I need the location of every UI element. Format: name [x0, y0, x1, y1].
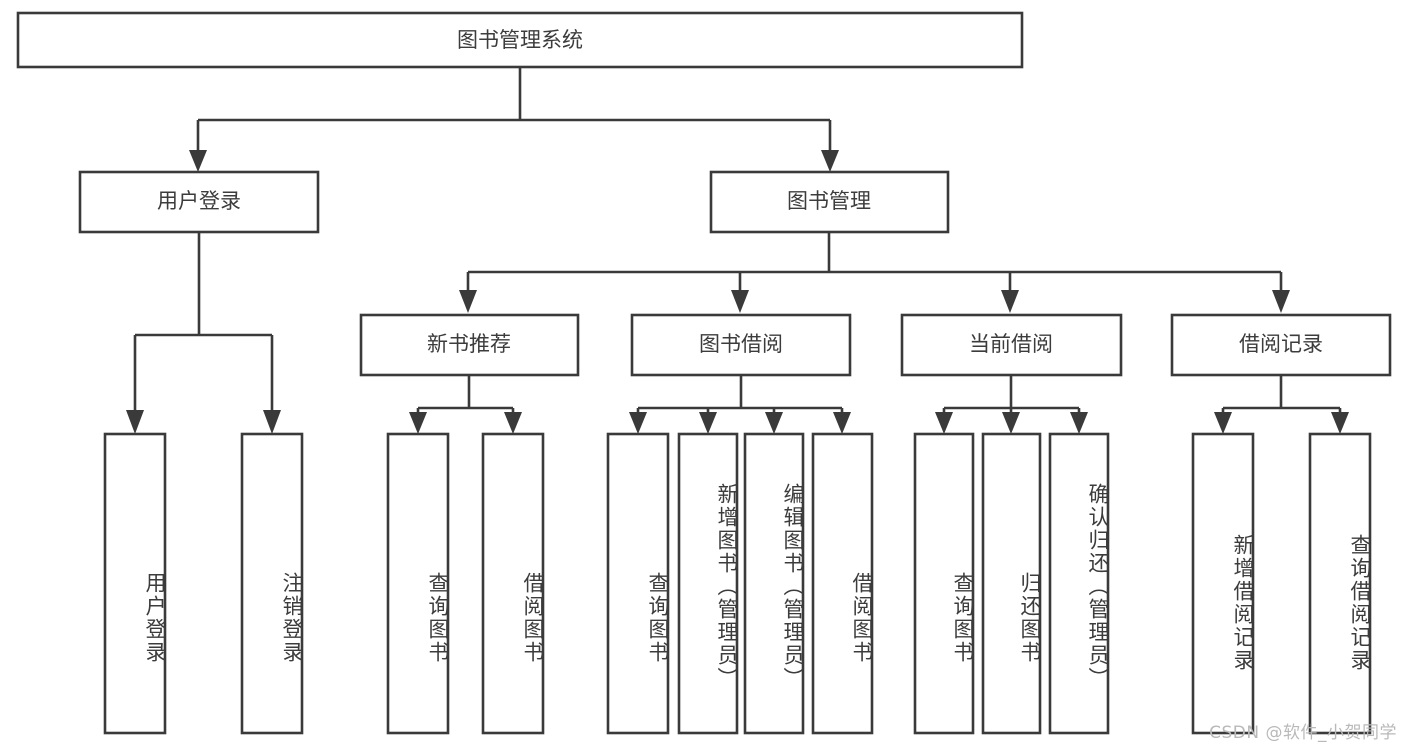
watermark-text: CSDN @软件_小贺同学 — [1209, 723, 1397, 743]
node-new-book-recommend[interactable]: 新书推荐 — [359, 313, 580, 377]
connector-bookmgmt-to-level3 — [459, 232, 1290, 313]
node-book-management-label: 图书管理 — [787, 189, 871, 213]
leaf-box-query-record[interactable] — [1308, 432, 1372, 735]
connector-root-to-level2 — [189, 67, 839, 172]
leaf-box-return-book[interactable] — [981, 432, 1042, 735]
connector-bookborrow-to-leaves — [629, 375, 851, 434]
leaf-box-query-book-3[interactable] — [913, 432, 975, 735]
leaf-box-user-login[interactable] — [103, 432, 167, 735]
leaf-box-query-book-1[interactable] — [386, 432, 450, 735]
node-root[interactable]: 图书管理系统 — [16, 11, 1024, 69]
node-book-borrow[interactable]: 图书借阅 — [630, 313, 852, 377]
leaf-box-borrow-book-1[interactable] — [481, 432, 545, 735]
leaf-box-query-book-2[interactable] — [606, 432, 670, 735]
node-current-borrow[interactable]: 当前借阅 — [900, 313, 1123, 377]
node-current-borrow-label: 当前借阅 — [969, 332, 1053, 356]
leaf-box-edit-book[interactable] — [743, 432, 805, 735]
leaf-box-logout-login[interactable] — [240, 432, 304, 735]
node-book-borrow-label: 图书借阅 — [699, 332, 783, 356]
connector-userlogin-to-leaves — [126, 232, 281, 434]
connector-newbook-to-leaves — [409, 375, 522, 434]
node-new-book-recommend-label: 新书推荐 — [427, 332, 511, 356]
connector-borrowrecord-to-leaves — [1214, 375, 1349, 434]
connector-currentborrow-to-leaves — [935, 375, 1088, 434]
node-book-management[interactable]: 图书管理 — [709, 170, 950, 234]
node-borrow-record-label: 借阅记录 — [1239, 332, 1323, 356]
node-borrow-record[interactable]: 借阅记录 — [1170, 313, 1392, 377]
leaf-box-confirm-return[interactable] — [1048, 432, 1110, 735]
leaf-box-add-book[interactable] — [677, 432, 739, 735]
node-user-login[interactable]: 用户登录 — [78, 170, 320, 234]
leaf-box-add-record[interactable] — [1191, 432, 1255, 735]
node-user-login-label: 用户登录 — [157, 189, 241, 213]
node-root-label: 图书管理系统 — [457, 28, 583, 52]
leaf-box-borrow-book-2[interactable] — [811, 432, 874, 735]
